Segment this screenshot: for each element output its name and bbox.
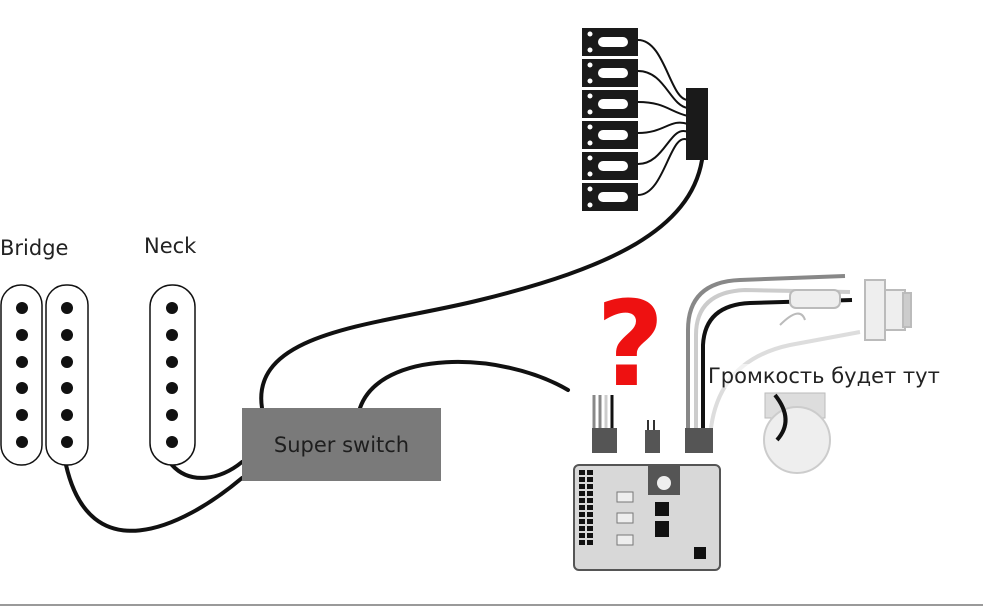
pole-piece	[61, 436, 73, 448]
pole-piece	[166, 329, 178, 341]
pcb-board	[573, 464, 721, 571]
neck-pickup	[149, 284, 196, 466]
pole-piece	[16, 302, 28, 314]
selector-connector	[686, 88, 708, 160]
pole-piece	[166, 356, 178, 368]
wire-switch-to-selector	[259, 158, 704, 410]
pole-piece	[61, 302, 73, 314]
wire-switch-to-neck	[170, 460, 244, 480]
question-mark: ?	[596, 275, 664, 413]
bridge-pickup	[0, 284, 196, 466]
connector-2pin	[645, 420, 660, 453]
pole-piece	[61, 356, 73, 368]
pole-piece	[16, 436, 28, 448]
volume-pot	[763, 392, 831, 474]
super-switch-box: Super switch	[242, 408, 441, 481]
pole-piece	[16, 382, 28, 394]
volume-note: Громкость будет тут	[708, 364, 940, 388]
rotary-selector	[582, 28, 708, 211]
wire-switch-to-board	[358, 359, 570, 410]
pole-piece	[166, 436, 178, 448]
pole-piece	[61, 329, 73, 341]
wire-switch-to-bridge	[64, 463, 244, 533]
bridge-label: Bridge	[0, 236, 69, 260]
pole-piece	[16, 356, 28, 368]
pole-piece	[166, 302, 178, 314]
pole-piece	[61, 382, 73, 394]
pole-piece	[16, 329, 28, 341]
pole-piece	[166, 409, 178, 421]
pole-piece	[16, 409, 28, 421]
neck-label: Neck	[144, 234, 197, 258]
pole-piece	[166, 382, 178, 394]
output-jack	[779, 279, 912, 341]
pole-piece	[61, 409, 73, 421]
connector-4pin-left	[592, 395, 617, 453]
super-switch-label: Super switch	[273, 432, 410, 457]
